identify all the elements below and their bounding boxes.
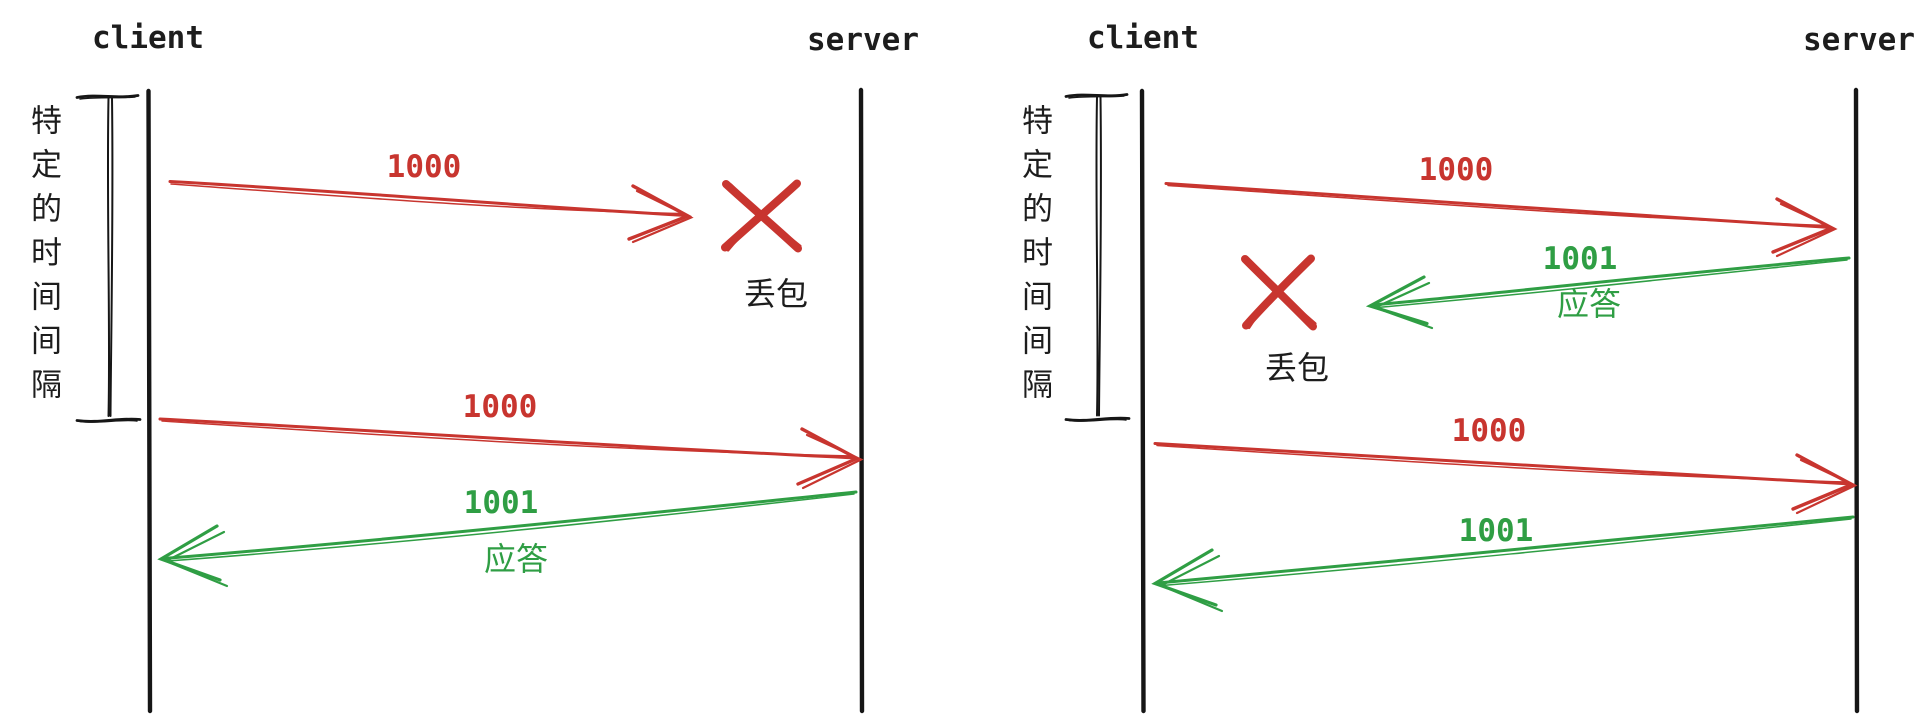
lifelines-left <box>146 87 865 714</box>
arrow-head-echo <box>163 530 229 588</box>
drop-label-left: 丢包 <box>743 275 809 313</box>
drop-label-right: 丢包 <box>1264 349 1330 387</box>
seq-retrans-label-left: 1000 <box>462 389 538 425</box>
arrow-shaft-echo <box>161 420 855 457</box>
arrow-head <box>157 524 222 582</box>
arrow-shaft-echo <box>1161 518 1852 587</box>
ack-arrow-lost-right <box>1365 256 1851 330</box>
message-arrow-retrans-right <box>1153 442 1858 515</box>
bracket-bottom-bar-echo <box>79 419 138 423</box>
interval-label-left: 特定的时间间隔 <box>25 104 61 412</box>
x-stroke-2-echo <box>726 184 796 252</box>
message-arrow-retrans-left <box>158 417 864 490</box>
client-lifeline-left <box>146 88 153 714</box>
client-lifeline-right <box>1139 88 1146 714</box>
server-label-right: server <box>1803 22 1915 58</box>
bracket-stem-echo <box>1098 96 1102 417</box>
arrow-shaft <box>1371 256 1851 307</box>
bracket-stem-echo <box>109 97 114 417</box>
lifelines-right <box>1139 87 1860 714</box>
bracket-stem <box>1095 96 1099 417</box>
x-stroke-1-echo <box>729 183 802 248</box>
arrow-head-echo <box>1158 554 1224 613</box>
packet-loss-x-right <box>1241 254 1317 331</box>
bracket-top-bar <box>75 94 140 99</box>
bracket-stem <box>106 97 111 417</box>
x-stroke-2-echo <box>1247 258 1308 329</box>
ack-arrow-left <box>157 490 858 588</box>
client-label-left: client <box>92 20 204 56</box>
seq-retrans-label-right: 1000 <box>1451 413 1527 449</box>
x-stroke-1-echo <box>1247 258 1317 325</box>
arrow-head-echo <box>1795 458 1858 515</box>
ack-retrans-seq-label-right: 1001 <box>1458 513 1534 549</box>
arrow-head-echo <box>1775 202 1838 258</box>
ack-first-text-label-right: 应答 <box>1556 285 1622 323</box>
arrow-shaft <box>168 180 689 217</box>
bracket-bottom-bar <box>75 417 142 423</box>
server-label-left: server <box>807 22 919 58</box>
bracket-top-bar-echo <box>1068 95 1125 99</box>
time-interval-bracket-left <box>75 94 142 423</box>
client-label-right: client <box>1087 20 1199 56</box>
arrow-head <box>1151 548 1218 607</box>
seq-first-label-left: 1000 <box>386 149 462 185</box>
arrow-shaft-echo <box>1156 444 1849 483</box>
bracket-top-bar <box>1064 93 1129 98</box>
arrow-shaft <box>1153 442 1853 486</box>
message-arrow-first-send-right <box>1164 182 1838 258</box>
ack-first-seq-label-right: 1001 <box>1542 241 1618 277</box>
interval-label-right: 特定的时间间隔 <box>1016 104 1052 412</box>
arrow-head <box>1365 275 1429 326</box>
bracket-bottom-bar-echo <box>1068 418 1127 422</box>
seq-first-label-right: 1000 <box>1418 152 1494 188</box>
ack-arrow-retrans-right <box>1151 515 1855 613</box>
server-lifeline-right <box>1853 87 1860 714</box>
packet-loss-x-left <box>721 179 802 253</box>
ack-seq-label-left: 1001 <box>463 485 539 521</box>
arrow-shaft <box>1156 515 1855 585</box>
arrow-shaft-echo <box>167 493 855 562</box>
server-lifeline-left <box>858 87 865 714</box>
time-interval-bracket-right <box>1064 93 1131 422</box>
message-arrow-first-send-left <box>168 180 694 244</box>
arrow-head-echo <box>1372 281 1434 330</box>
arrow-shaft-echo <box>170 183 685 215</box>
bracket-bottom-bar <box>1064 416 1131 422</box>
arrow-head-echo <box>631 189 694 244</box>
ack-text-label-left: 应答 <box>483 540 549 578</box>
arrow-head-echo <box>801 433 864 490</box>
arrow-shaft <box>162 490 858 560</box>
arrow-shaft-echo <box>1376 259 1848 309</box>
arrow-shaft-echo <box>1167 184 1829 227</box>
